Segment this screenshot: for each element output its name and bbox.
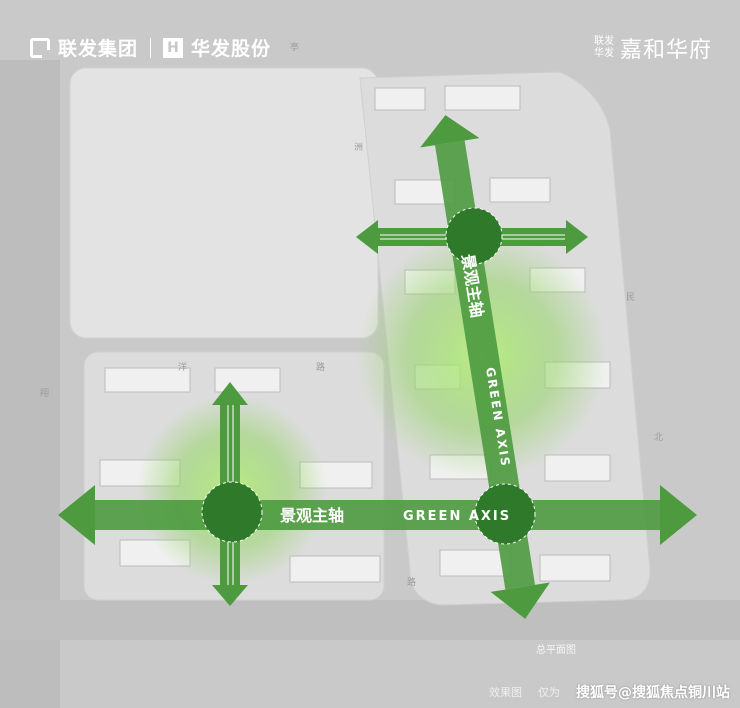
road-label: 路: [407, 576, 416, 588]
axis-short-east: [356, 220, 588, 254]
axis-arrow-icon: [660, 485, 697, 545]
axis-arrow-icon: [566, 220, 588, 254]
partner-names: 联发 华发: [594, 36, 614, 60]
plan-title: 总平面图: [536, 645, 576, 656]
road-label: 翔: [40, 387, 49, 399]
axis-arrow-icon: [420, 115, 480, 148]
brand-divider: [150, 37, 152, 58]
axis-arrow-icon: [490, 582, 550, 619]
road-label: 民: [626, 292, 635, 303]
road-label: 路: [316, 361, 325, 373]
huafa-logo-icon: H: [163, 37, 184, 58]
axis-arrow-icon: [58, 485, 95, 545]
partner-bottom: 华发: [593, 48, 614, 59]
axis-horizontal-main: [58, 485, 697, 545]
group-name: 联发集团: [58, 38, 139, 60]
project-name: 嘉和华府: [619, 38, 712, 63]
effect-note: 效果图: [489, 686, 522, 699]
road-label: 亭: [290, 41, 299, 53]
developer-brand: 联发集团 H 华发股份: [30, 34, 271, 61]
partner-top: 联发: [593, 36, 614, 47]
bottom-road: [0, 600, 740, 640]
axis-arrow-icon: [212, 382, 248, 405]
axis-arrow-icon: [356, 220, 378, 254]
road-label: 洋: [178, 361, 187, 373]
axis-label-cn-west: 景观主轴: [280, 506, 344, 525]
footer: 效果图 仅为 搜狐号@搜狐焦点铜川站: [489, 682, 730, 702]
watermark: 搜狐号@搜狐焦点铜川站: [576, 685, 730, 701]
project-brand: 联发 华发 嘉和华府: [594, 32, 712, 64]
landscape-node-icon: [201, 481, 263, 543]
landscape-node-icon: [445, 207, 503, 265]
lianfa-logo-icon: [30, 37, 50, 58]
company-name: 华发股份: [191, 38, 272, 60]
axis-arrow-icon: [212, 585, 248, 606]
road-label: 洲: [354, 142, 363, 153]
road-label: 北: [654, 432, 663, 443]
landscape-node-icon: [474, 483, 536, 545]
vacant-plot: [69, 67, 379, 339]
axis-label-en-horizontal: GREEN AXIS: [403, 509, 511, 524]
only-note: 仅为: [538, 686, 560, 699]
